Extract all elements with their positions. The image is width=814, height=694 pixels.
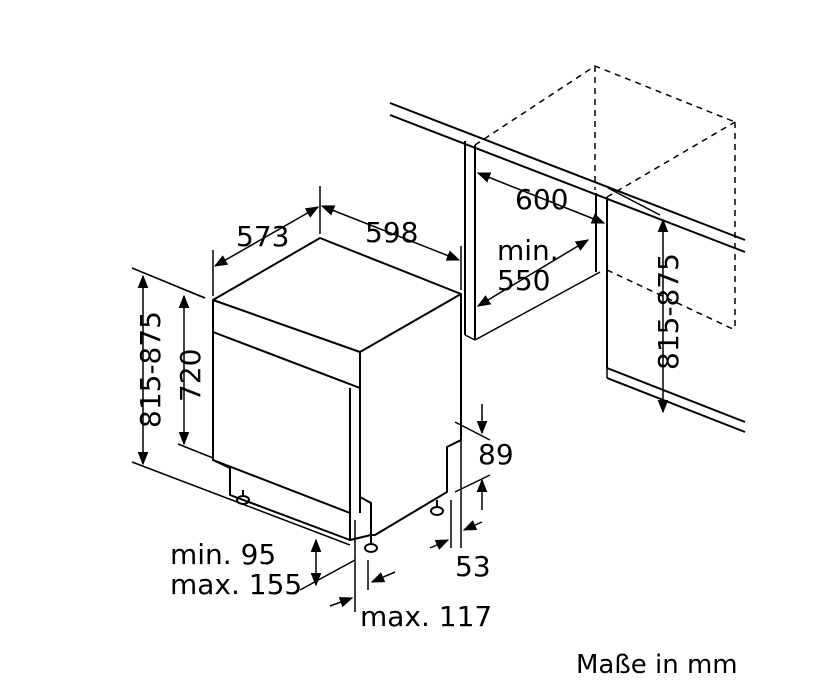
height-range-right-label: 815-875: [652, 253, 685, 370]
plinth-height-label: 89: [478, 438, 514, 471]
height-range-left-label: 815-875: [134, 311, 167, 428]
plinth-min-label: min. 95: [170, 538, 276, 571]
foot-right: [430, 506, 444, 516]
min-value-label: 550: [497, 264, 550, 297]
plinth-max-label: max. 155: [170, 568, 302, 601]
foot-max-label: max. 117: [360, 600, 492, 633]
depth-label: 573: [236, 220, 289, 253]
body-height-label: 720: [174, 349, 207, 402]
niche-depth-label: 600: [515, 183, 568, 216]
plinth-setback-label: 53: [455, 550, 491, 583]
niche-cabinet: [389, 65, 746, 433]
dishwasher-body: [212, 237, 462, 553]
units-note: Maße in mm: [576, 650, 738, 680]
width-label: 598: [365, 216, 418, 249]
extension-lines: [131, 186, 661, 612]
foot-front: [364, 543, 378, 553]
min-label: min.: [497, 234, 559, 267]
dimension-arrows: [137, 172, 669, 608]
